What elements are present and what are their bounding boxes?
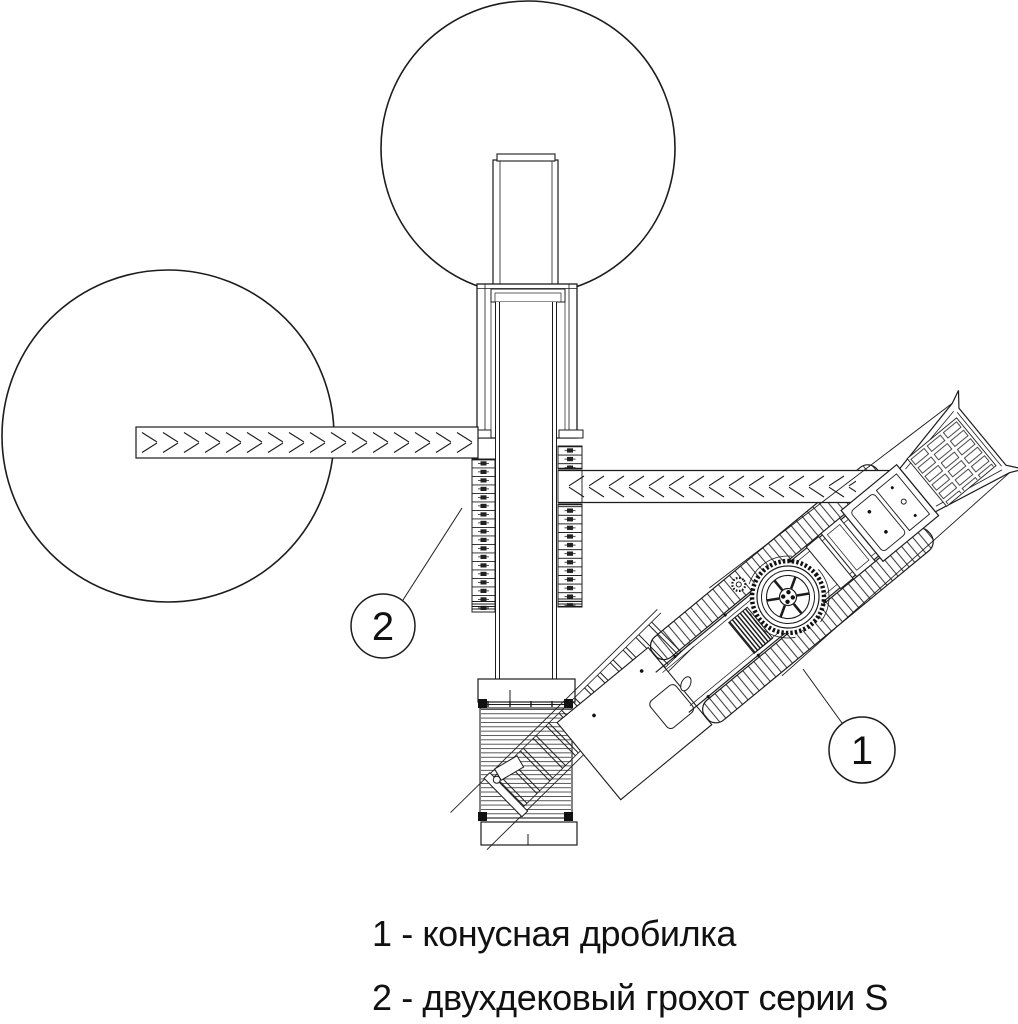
conveyor-head-pulley — [496, 153, 556, 162]
screen-foot-right — [558, 429, 584, 439]
spring-column-right-lower — [557, 503, 583, 608]
callout-2-number: 2 — [372, 605, 394, 649]
access-door — [649, 684, 694, 730]
boom-end-cap — [483, 771, 529, 818]
handle — [680, 676, 692, 692]
callout-1-leader — [802, 668, 843, 724]
callout-2-marker — [350, 593, 416, 659]
pinion-gear — [731, 576, 747, 593]
hopper-rail-left — [709, 402, 953, 589]
engine-deck — [840, 463, 940, 563]
top-feed-conveyor — [492, 153, 559, 286]
callout-2: 2 — [350, 507, 463, 659]
callout-1-marker — [828, 716, 896, 784]
feeder-bottom-bar — [480, 821, 578, 846]
callout-2-leader — [402, 507, 463, 601]
spring-column-right-upper — [557, 445, 583, 470]
legend: 1 - конусная дробилка 2 - двухдековый гр… — [372, 913, 888, 1018]
hopper-rail-right — [781, 472, 1010, 677]
corner-bracket — [478, 699, 487, 708]
callout-1-number: 1 — [851, 729, 873, 773]
discharge-belt — [495, 302, 557, 679]
left-chevron-conveyor — [135, 426, 479, 459]
right-chevron-conveyor — [557, 469, 910, 504]
boom-support-foot — [493, 755, 525, 781]
legend-item-2: 2 - двухдековый грохот серии S — [372, 977, 888, 1018]
spring-column-left — [471, 458, 496, 613]
feed-hopper — [709, 390, 1018, 677]
cone-hub — [778, 587, 798, 607]
cone-crusher-machine — [556, 464, 937, 801]
drive-motor-block — [728, 606, 774, 655]
crusher-rear-deck — [556, 646, 713, 801]
feeder-top-bar — [477, 678, 576, 703]
legend-item-1: 1 - конусная дробилка — [372, 913, 737, 954]
callout-1: 1 — [802, 668, 896, 784]
crusher-front-section — [709, 390, 1018, 677]
corner-bracket — [478, 812, 487, 821]
cone-assembly — [746, 555, 830, 639]
corner-bracket — [564, 812, 573, 821]
